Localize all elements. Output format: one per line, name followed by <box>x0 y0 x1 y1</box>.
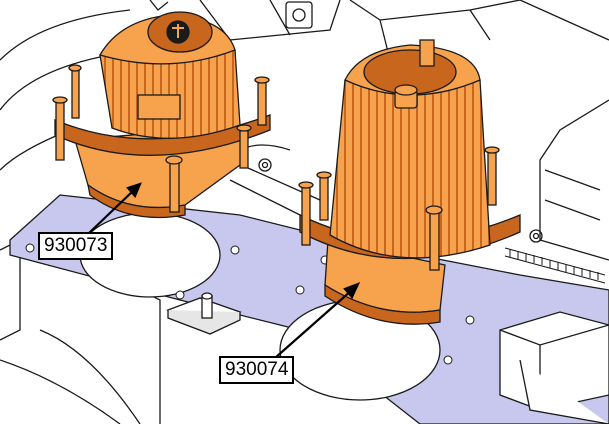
spring <box>504 247 606 284</box>
callout-label-930073: 930073 <box>38 232 114 260</box>
unit-930074 <box>298 39 521 325</box>
locating-pin <box>166 292 242 335</box>
unit-930073 <box>52 0 271 219</box>
callout-leaders <box>87 182 361 359</box>
callout-label-930074: 930074 <box>219 356 295 384</box>
mounting-bracket <box>499 311 609 424</box>
gasket-plate <box>9 194 609 424</box>
